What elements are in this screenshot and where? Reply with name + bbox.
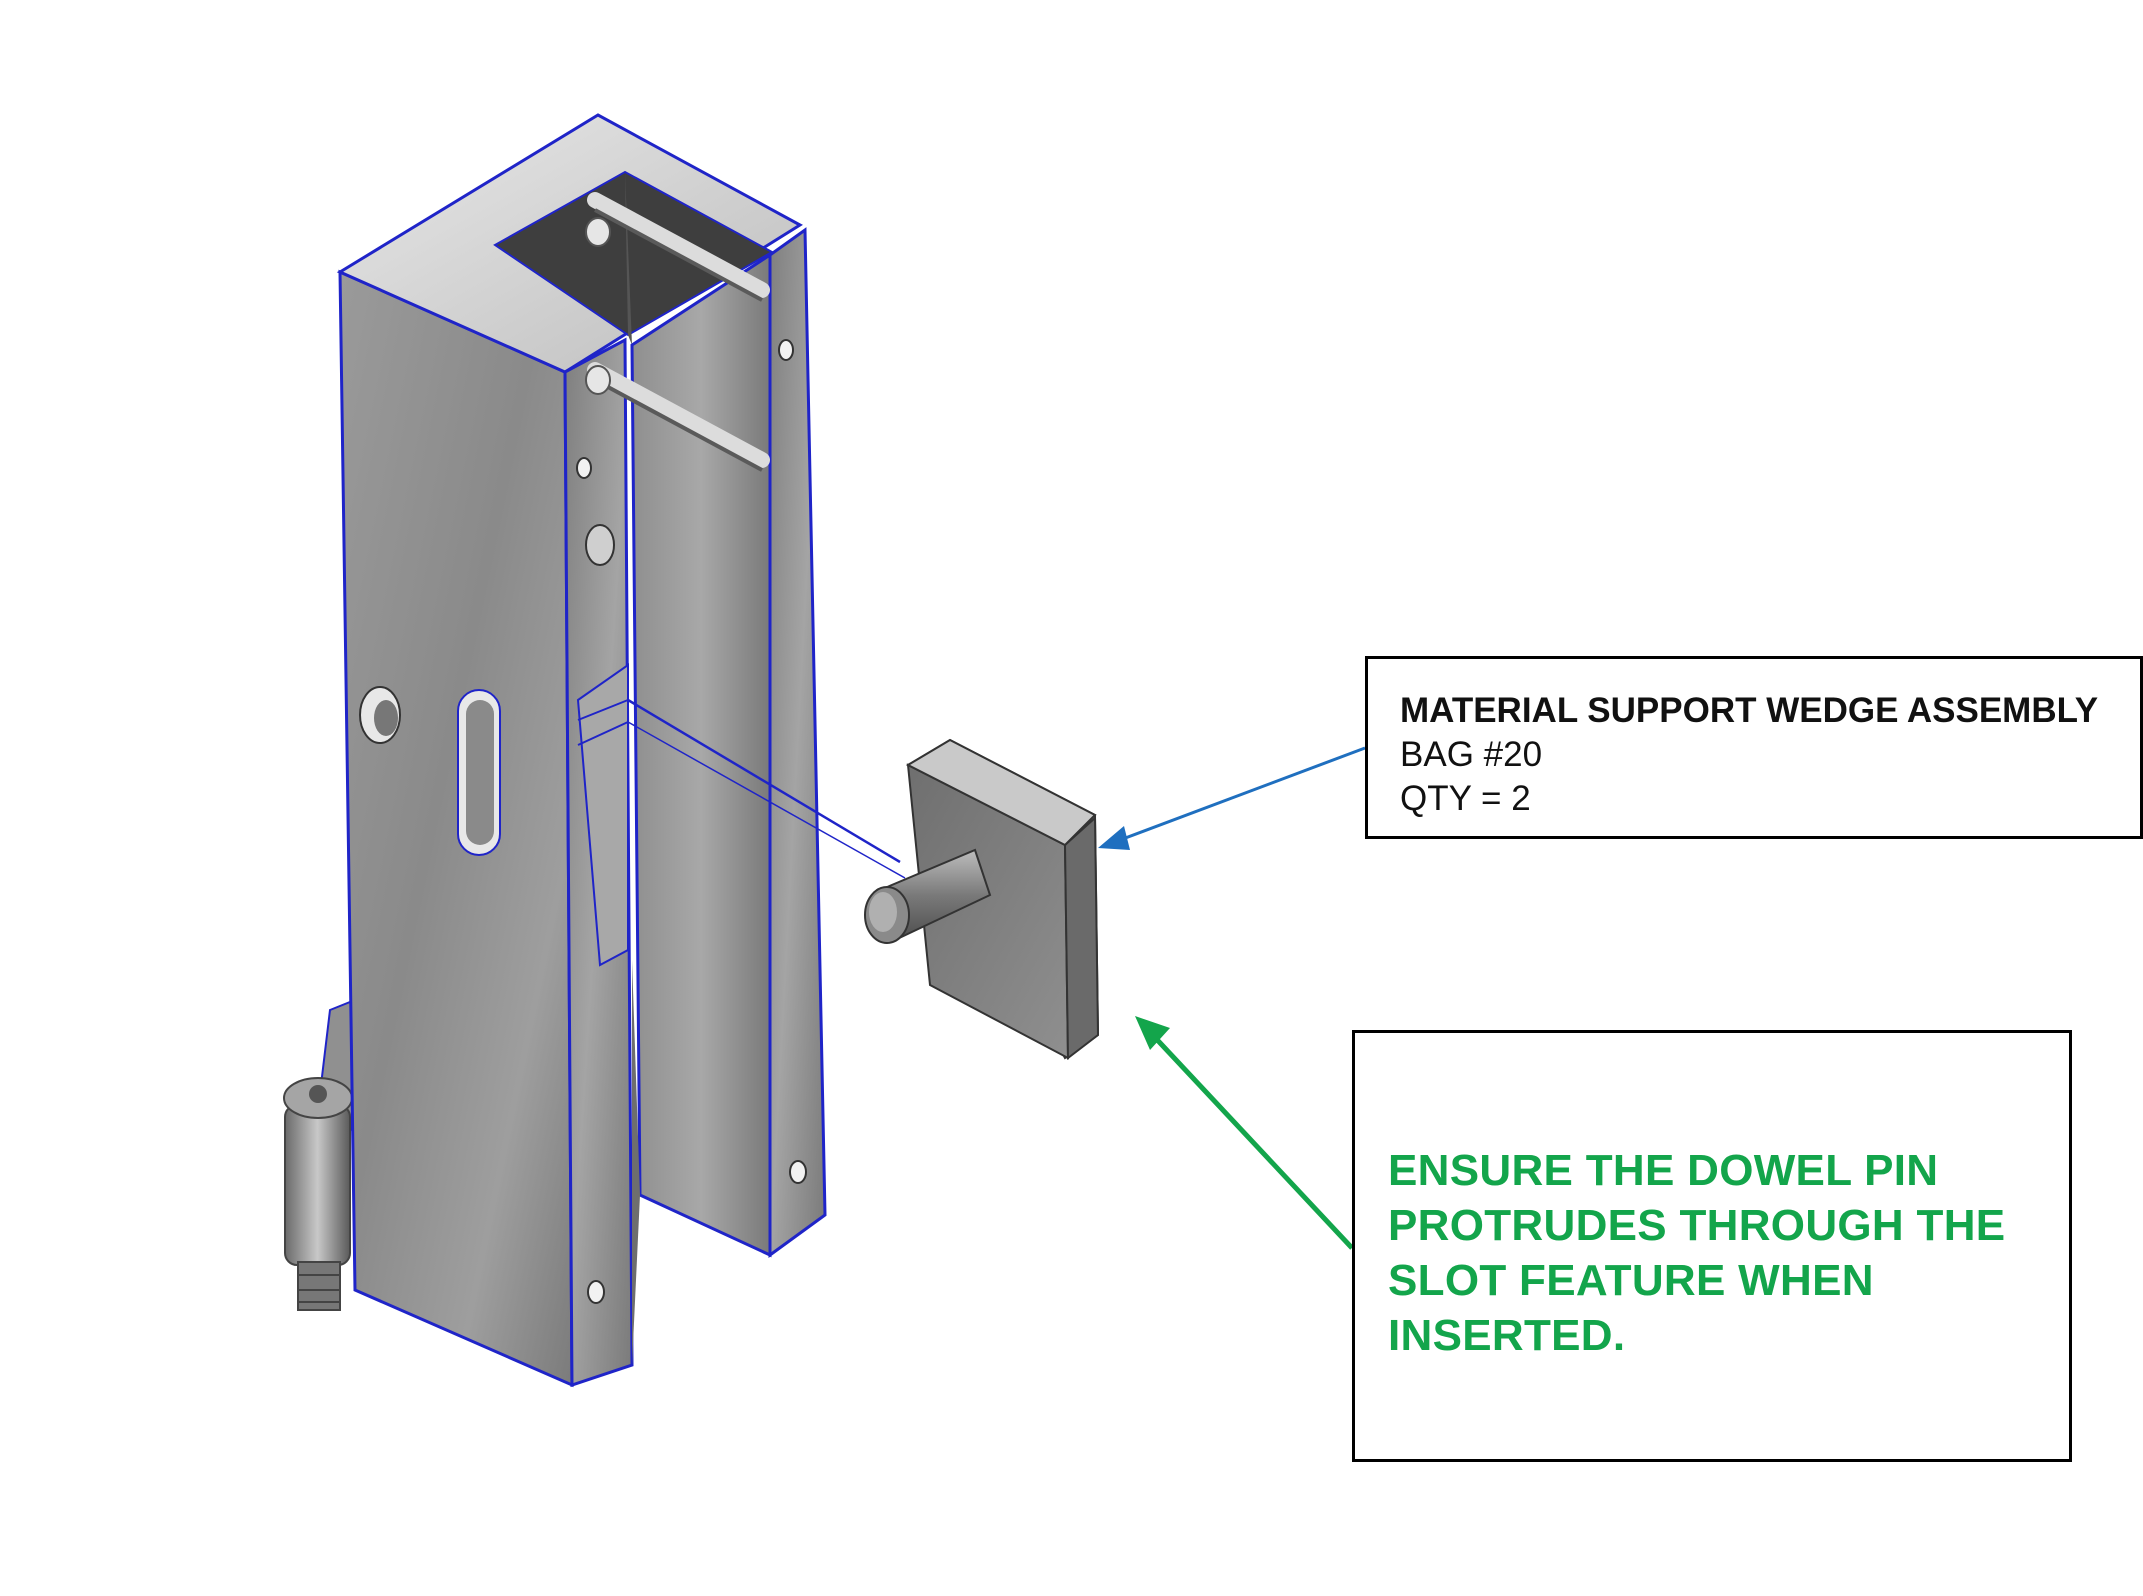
- note-line-2: PROTRUDES THROUGH THE: [1388, 1201, 2006, 1250]
- bracket-icon: [283, 113, 906, 1388]
- part-callout-bag: BAG #20: [1400, 735, 1543, 774]
- note-callout-arrow: [1135, 1016, 1354, 1250]
- part-callout-qty: QTY = 2: [1400, 779, 1531, 818]
- note-line-3: SLOT FEATURE WHEN: [1388, 1256, 1874, 1305]
- part-callout-title: MATERIAL SUPPORT WEDGE ASSEMBLY: [1400, 691, 2099, 730]
- part-callout-arrow: [1098, 746, 1366, 850]
- wedge-icon: [864, 738, 1100, 1061]
- note-callout-box: ENSURE THE DOWEL PIN PROTRUDES THROUGH T…: [1352, 1030, 2072, 1462]
- note-line-1: ENSURE THE DOWEL PIN: [1388, 1146, 1939, 1195]
- part-callout-box: MATERIAL SUPPORT WEDGE ASSEMBLY BAG #20 …: [1365, 656, 2143, 839]
- note-line-4: INSERTED.: [1388, 1311, 1626, 1360]
- screw-icon: [283, 998, 357, 1311]
